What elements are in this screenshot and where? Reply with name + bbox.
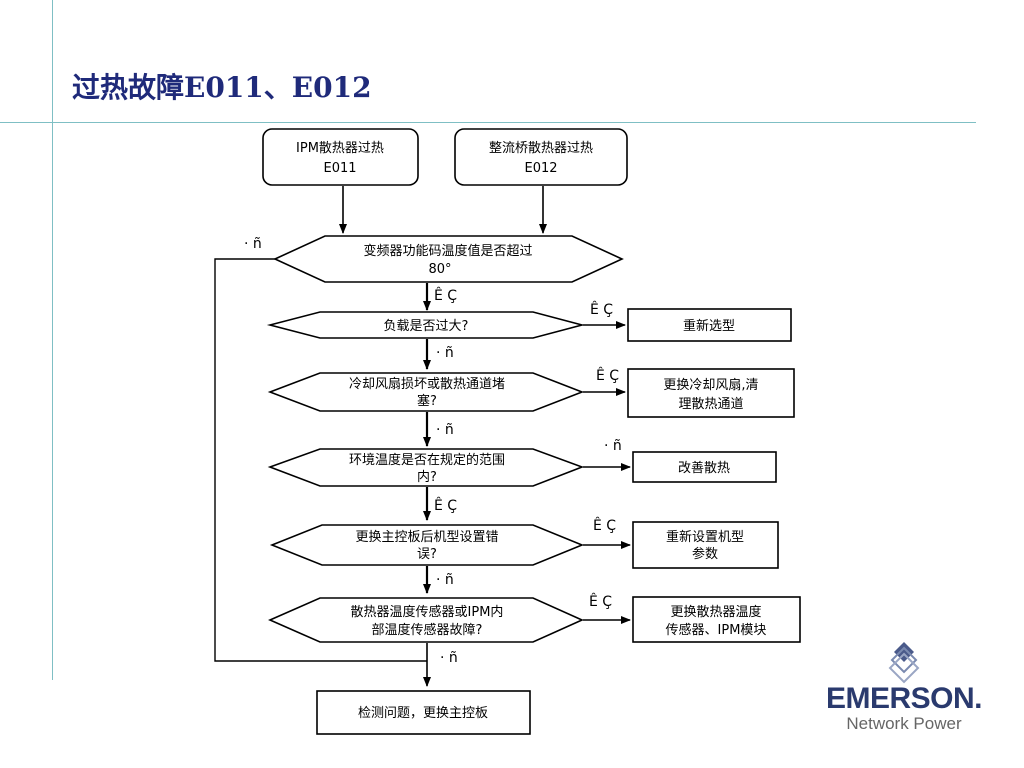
start-node-label: IPM散热器过热 (296, 141, 384, 156)
decision-label: 部温度传感器故障? (372, 622, 483, 638)
decision-label: 变频器功能码温度值是否超过 (363, 243, 532, 259)
end-node-replace-main-board: 检测问题，更换主控板 (316, 690, 531, 735)
edge-label: · ñ (436, 422, 454, 438)
horizontal-rule (0, 122, 976, 123)
decision-ambient-temperature: 环境温度是否在规定的范围 内? (267, 448, 585, 487)
decision-load-too-large: 负载是否过大? (266, 311, 586, 339)
decision-label: 负载是否过大? (384, 319, 469, 334)
edge-label: Ê Ç (434, 286, 457, 304)
action-replace-sensor: 更换散热器温度 传感器、IPM模块 (632, 596, 801, 643)
action-label: 重新设置机型 (666, 529, 744, 545)
start-node-e011: IPM散热器过热 E011 (262, 128, 419, 186)
loop-line (214, 258, 427, 662)
decision-label: 80° (428, 262, 451, 277)
vertical-rule (52, 0, 53, 680)
edge-label: Ê Ç (593, 516, 616, 534)
emerson-logo: EMERSON. Network Power (818, 640, 998, 740)
start-node-e012: 整流桥散热器过热 E012 (454, 128, 628, 186)
edge-label: · ñ (436, 572, 454, 588)
edge-label: · ñ (604, 438, 622, 454)
logo-subtitle: Network Power (846, 714, 962, 733)
action-reselect-model: 重新选型 (627, 308, 792, 342)
decision-temperature-over-80: 变频器功能码温度值是否超过 80° (273, 235, 624, 283)
decision-label: 塞? (417, 393, 437, 409)
decision-model-setting-error: 更换主控板后机型设置错 误? (269, 524, 585, 566)
start-node-code: E012 (524, 161, 557, 176)
decision-label: 误? (417, 547, 437, 562)
emerson-emblem-icon (888, 642, 920, 684)
edge-label: Ê Ç (434, 496, 457, 514)
action-replace-fan: 更换冷却风扇,清 理散热通道 (627, 368, 795, 418)
edge-label: · ñ (244, 236, 262, 252)
edge-label: Ê Ç (589, 592, 612, 610)
action-label: 改善散热 (678, 460, 730, 476)
logo-wordmark: EMERSON. (825, 682, 983, 715)
action-label: 更换散热器温度 (670, 604, 761, 620)
action-reset-model-params: 重新设置机型 参数 (632, 521, 779, 569)
decision-label: 散热器温度传感器或IPM内 (351, 604, 504, 620)
decision-label: 更换主控板后机型设置错 (355, 530, 498, 545)
decision-label: 冷却风扇损坏或散热通道堵 (349, 376, 505, 392)
action-improve-cooling: 改善散热 (632, 451, 777, 483)
slide-title: 过热故障E011、E012 (72, 71, 372, 104)
action-label: 更换冷却风扇,清 (663, 377, 758, 393)
start-node-label: 整流桥散热器过热 (489, 141, 593, 156)
action-label: 理散热通道 (678, 397, 743, 412)
action-label: 参数 (692, 546, 718, 562)
edge-label: · ñ (436, 345, 454, 361)
decision-temperature-sensor-fault: 散热器温度传感器或IPM内 部温度传感器故障? (268, 597, 584, 643)
action-label: 重新选型 (683, 318, 735, 334)
edge-label: · ñ (440, 650, 458, 666)
start-node-code: E011 (323, 161, 356, 176)
decision-label: 环境温度是否在规定的范围 (349, 452, 505, 468)
decision-label: 内? (417, 469, 437, 485)
edge-label: Ê Ç (596, 366, 619, 384)
decision-fan-or-duct-blocked: 冷却风扇损坏或散热通道堵 塞? (267, 372, 585, 412)
edge-label: Ê Ç (590, 300, 613, 318)
end-node-label: 检测问题，更换主控板 (358, 706, 488, 721)
action-label: 传感器、IPM模块 (666, 622, 767, 638)
